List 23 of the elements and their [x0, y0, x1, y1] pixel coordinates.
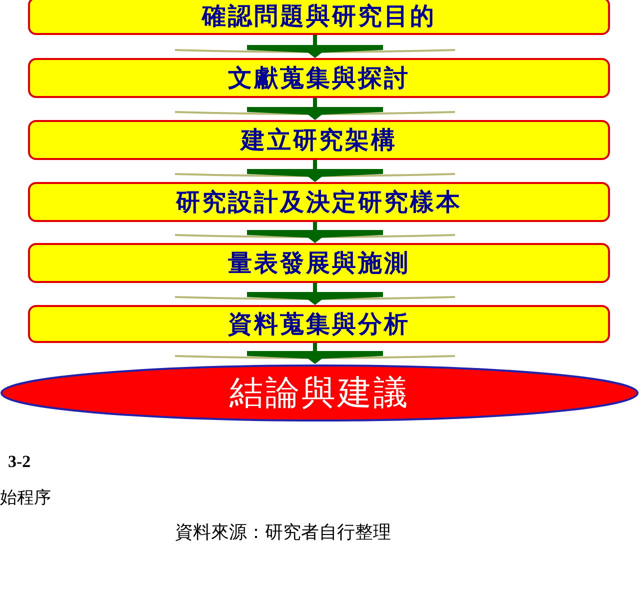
figure-title: 始程序 [0, 487, 51, 509]
step-label: 資料蒐集與分析 [228, 308, 410, 340]
step-label: 建立研究架構 [241, 124, 397, 156]
connector-arrow [306, 35, 324, 58]
process-box [28, 120, 610, 160]
source-note: 資料來源：研究者自行整理 [175, 521, 391, 544]
connector-arrow [306, 98, 324, 120]
process-box [28, 243, 610, 283]
connector-arrow [306, 283, 324, 305]
step-label: 結論與建議 [230, 372, 410, 415]
ellipse-node [0, 364, 639, 422]
process-box [28, 0, 610, 35]
connector-arrow [306, 160, 324, 182]
connector-arrow [306, 343, 324, 364]
step-label: 量表發展與施測 [228, 247, 410, 279]
connector-arrow [306, 222, 324, 243]
step-label: 文獻蒐集與探討 [228, 62, 410, 94]
process-box [28, 305, 610, 343]
step-label: 確認問題與研究目的 [202, 0, 436, 32]
figure-number: 3-2 [8, 452, 31, 472]
process-box [28, 182, 610, 222]
step-label: 研究設計及決定研究樣本 [176, 186, 462, 218]
process-box [28, 58, 610, 98]
